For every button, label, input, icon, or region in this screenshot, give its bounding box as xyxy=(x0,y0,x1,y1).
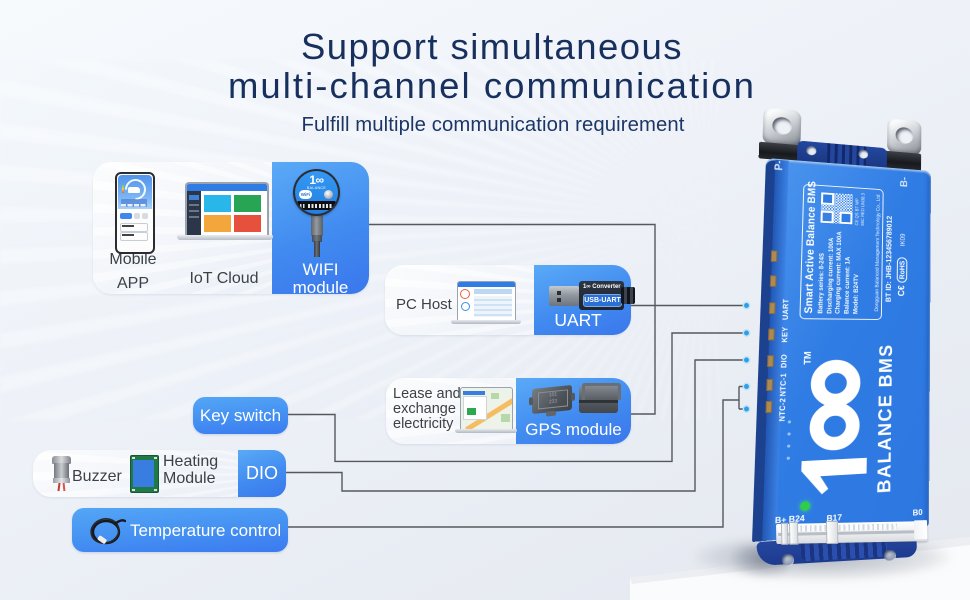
svg-text:BALANCE BMS: BALANCE BMS xyxy=(873,344,896,494)
svg-text:TM: TM xyxy=(803,351,814,364)
